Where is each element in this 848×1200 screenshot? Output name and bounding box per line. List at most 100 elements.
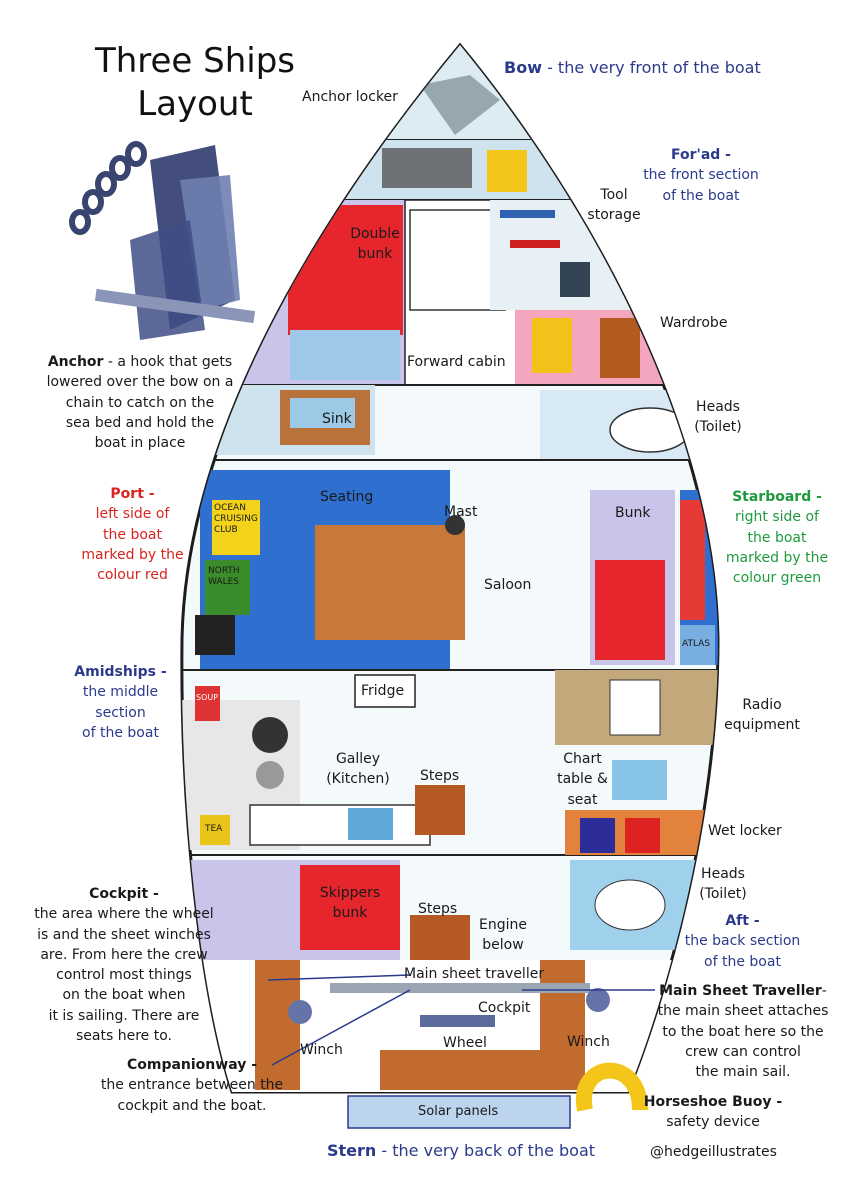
- cockpit-def-3: control most things: [6, 965, 242, 985]
- book1-line-0: OCEAN: [214, 503, 258, 514]
- anchor-def-2: chain to catch on the: [35, 393, 245, 413]
- toolbox-icon: [382, 148, 472, 188]
- bunk-label: Bunk: [615, 503, 650, 523]
- main-sheet-traveller-icon: [330, 983, 590, 993]
- heads-aft-line1: Heads: [695, 864, 751, 884]
- skippers-line2: bunk: [310, 903, 390, 923]
- tool-storage-line1: Tool: [584, 185, 644, 205]
- amidships-def-2: of the boat: [68, 723, 173, 743]
- cockpit-inner-label: Cockpit: [478, 998, 530, 1018]
- galley-label: Galley (Kitchen): [322, 749, 394, 790]
- anchor-term: Anchor: [48, 354, 104, 370]
- heads-forward-line1: Heads: [690, 397, 746, 417]
- tea-label: TEA: [205, 823, 222, 836]
- toilet-icon: [610, 408, 690, 452]
- radio-line1: Radio: [722, 695, 802, 715]
- chart-line3: seat: [555, 790, 610, 810]
- amidships-def-0: the middle: [68, 682, 173, 702]
- starboard-def-3: colour green: [722, 568, 832, 588]
- oilskin-icon: [625, 818, 660, 853]
- port-def-2: marked by the: [70, 545, 195, 565]
- wardrobe-label: Wardrobe: [660, 313, 727, 333]
- anchor-def-3: sea bed and hold the: [35, 413, 245, 433]
- jacket-icon: [532, 318, 572, 373]
- radio-label: Radio equipment: [722, 695, 802, 736]
- mst-def-0: -: [822, 983, 827, 999]
- soup-label: SOUP: [196, 692, 218, 704]
- kettle-icon: [256, 761, 284, 789]
- cockpit-def-0: the area where the wheel: [6, 904, 242, 924]
- cockpit-def-5: it is sailing. There are: [6, 1006, 242, 1026]
- saloon-label: Saloon: [484, 575, 531, 595]
- aft-def-2: of the boat: [680, 952, 805, 972]
- mst-line0: Main Sheet Traveller-: [648, 981, 838, 1001]
- bow-definition: - the very front of the boat: [547, 58, 761, 77]
- page-title-line1: Three Ships: [60, 40, 330, 83]
- anchor-def-0: - a hook that gets: [103, 354, 232, 370]
- cockpit-def-1: is and the sheet winches: [6, 925, 242, 945]
- amidships-def-1: section: [68, 703, 173, 723]
- anchor-definition: Anchor - a hook that gets lowered over t…: [35, 352, 245, 453]
- anchor-def-4: boat in place: [35, 433, 245, 453]
- double-bunk-line1: Double: [340, 224, 410, 244]
- double-bunk-line2: bunk: [340, 244, 410, 264]
- galley-line2: (Kitchen): [322, 769, 394, 789]
- solar-panels-label: Solar panels: [418, 1103, 498, 1122]
- anchor-def-1: lowered over the bow on a: [35, 372, 245, 392]
- aft-definition: Aft - the back section of the boat: [680, 911, 805, 972]
- stern-label: Stern - the very back of the boat: [327, 1139, 595, 1162]
- aft-def-1: the back section: [680, 931, 805, 951]
- steps-aft-icon: [410, 915, 470, 965]
- port-def-0: left side of: [70, 504, 195, 524]
- chart-line1: Chart: [555, 749, 610, 769]
- aft-term: Aft -: [680, 911, 805, 931]
- mst-def-3: crew can control: [648, 1042, 838, 1062]
- radio-line2: equipment: [722, 715, 802, 735]
- stern-definition: - the very back of the boat: [381, 1141, 595, 1160]
- wheel-label: Wheel: [443, 1033, 487, 1053]
- forad-def-2: of the boat: [636, 186, 766, 206]
- main-sheet-traveller-inner-label: Main sheet traveller: [404, 964, 544, 984]
- mst-def-4: the main sail.: [648, 1062, 838, 1082]
- chart-line2: table &: [555, 769, 610, 789]
- companion-def-1: cockpit and the boat.: [92, 1096, 292, 1116]
- mst-def-2: to the boat here so the: [648, 1022, 838, 1042]
- engine-line1: Engine: [474, 915, 532, 935]
- galley-line1: Galley: [322, 749, 394, 769]
- port-term: Port -: [70, 484, 195, 504]
- engine-label: Engine below: [474, 915, 532, 956]
- aft-toilet-icon: [595, 880, 665, 930]
- binoculars-icon: [195, 615, 235, 655]
- skippers-line1: Skippers: [310, 883, 390, 903]
- mst-def-1: the main sheet attaches: [648, 1001, 838, 1021]
- cockpit-term: Cockpit -: [6, 884, 242, 904]
- trousers-icon: [600, 318, 640, 378]
- forward-cabin-label: Forward cabin: [407, 352, 506, 372]
- bow-label: Bow - the very front of the boat: [504, 56, 761, 79]
- companion-def-0: the entrance between the: [92, 1075, 292, 1095]
- jerrycan-icon: [487, 150, 527, 192]
- radio-icon: [610, 680, 660, 735]
- port-def-1: the boat: [70, 525, 195, 545]
- book2-line-1: WALES: [208, 577, 240, 588]
- page-title: Three Ships Layout: [60, 40, 330, 125]
- winch-left-icon: [288, 1000, 312, 1024]
- book1-line-1: CRUISING: [214, 514, 258, 525]
- book2-line-0: NORTH: [208, 566, 240, 577]
- cockpit-def-4: on the boat when: [6, 985, 242, 1005]
- fridge-label: Fridge: [361, 681, 404, 701]
- chart-table-label: Chart table & seat: [555, 749, 610, 810]
- anchor-icon: [72, 144, 255, 340]
- book-ocean-cruising-club-label: OCEAN CRUISING CLUB: [214, 503, 258, 535]
- heads-forward-label: Heads (Toilet): [690, 397, 746, 438]
- engine-line2: below: [474, 935, 532, 955]
- forad-def-1: the front section: [636, 165, 766, 185]
- sink-label: Sink: [322, 409, 352, 429]
- page-title-line2: Layout: [60, 83, 330, 126]
- starboard-def-0: right side of: [722, 507, 832, 527]
- stern-term: Stern: [327, 1141, 376, 1160]
- steps-aft-label: Steps: [418, 899, 457, 919]
- double-bunk-label: Double bunk: [340, 224, 410, 265]
- boots-icon: [580, 818, 615, 853]
- amidships-definition: Amidships - the middle section of the bo…: [68, 662, 173, 743]
